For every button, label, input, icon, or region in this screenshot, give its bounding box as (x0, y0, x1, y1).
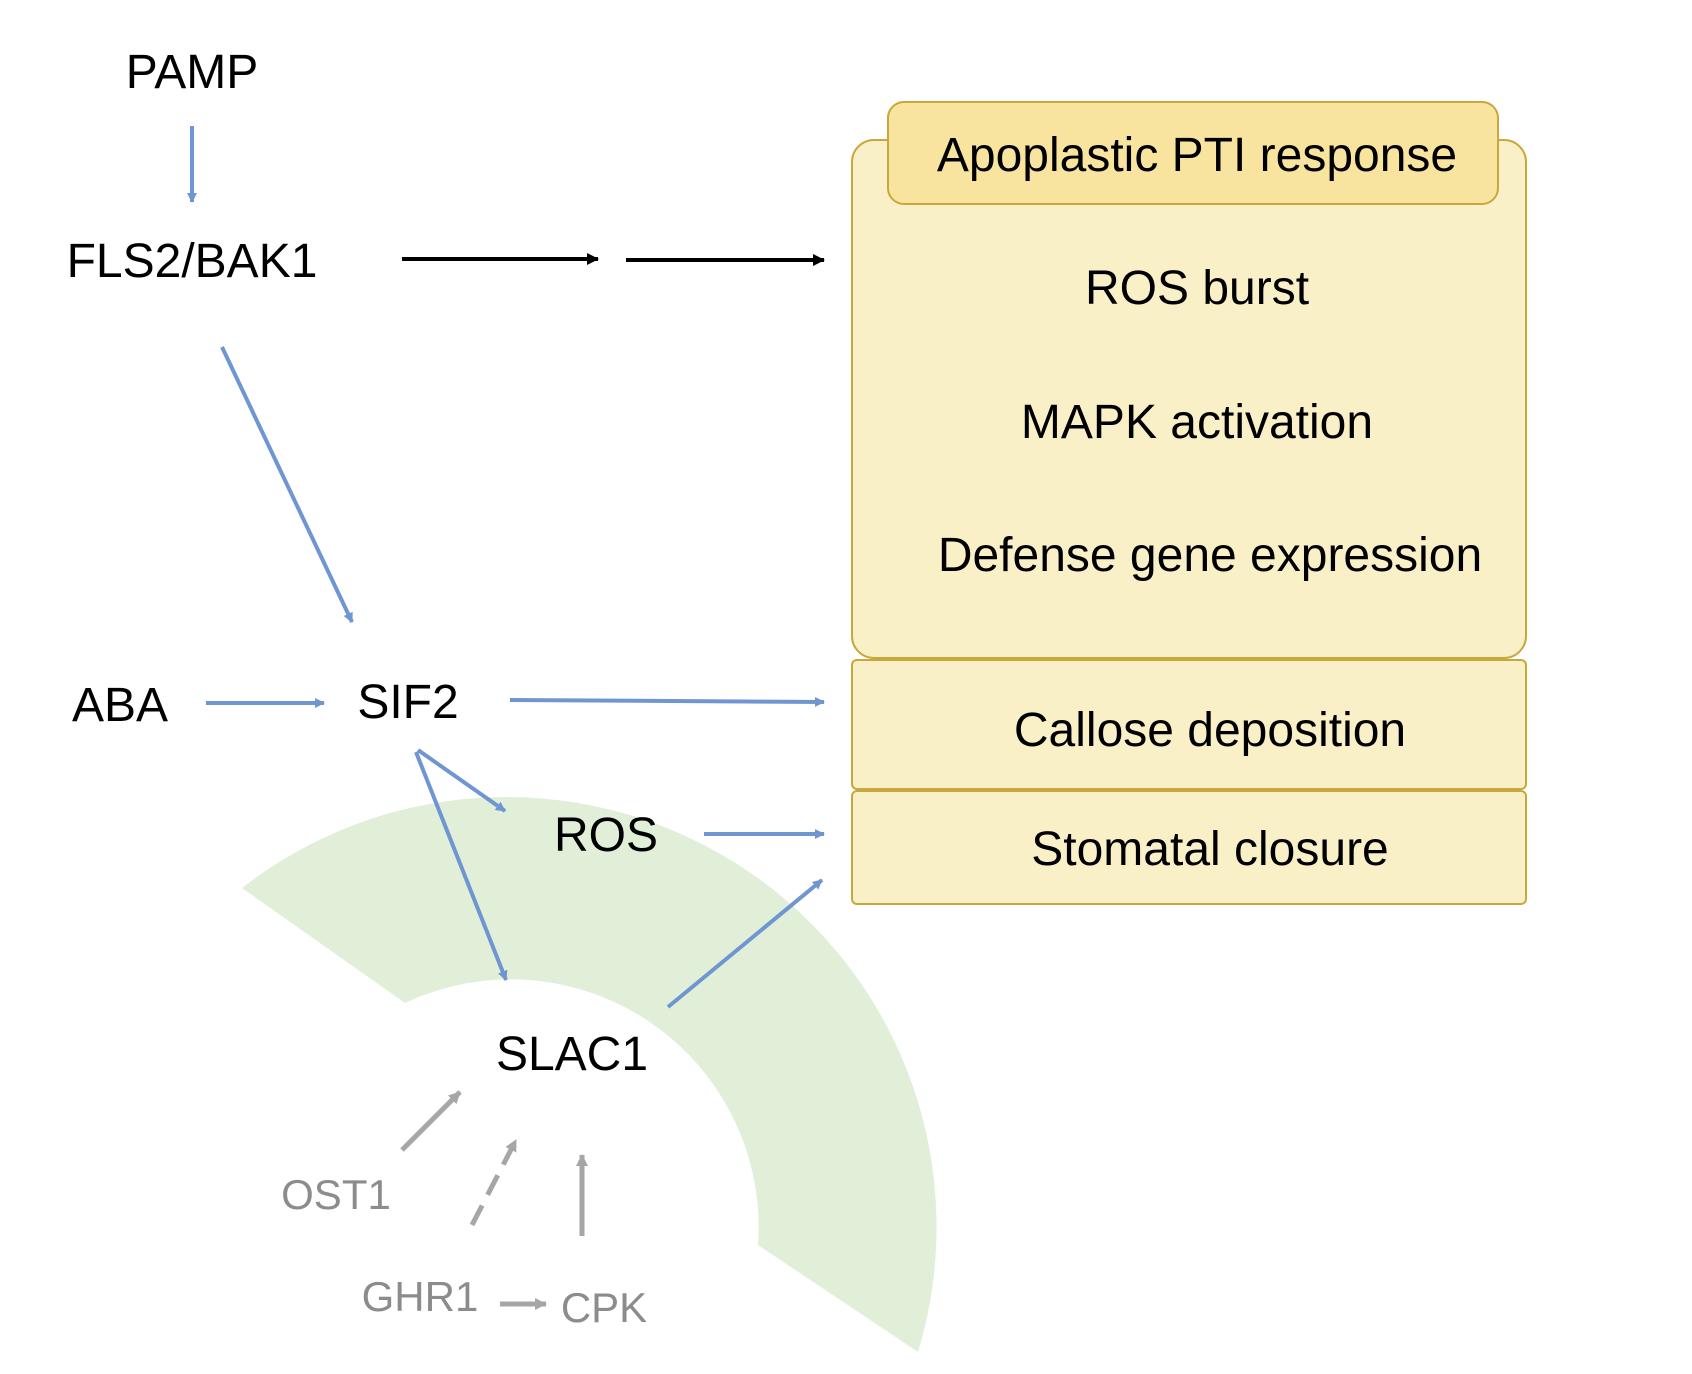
cpk-label: CPK (561, 1284, 647, 1331)
ghr1-label: GHR1 (362, 1273, 479, 1320)
node-labels: PAMP FLS2/BAK1 ABA SIF2 ROS SLAC1 OST1 G… (67, 46, 658, 1331)
pamp-label: PAMP (126, 46, 258, 99)
stomatal-closure-box (851, 790, 1527, 905)
guard-cell-arc (242, 796, 937, 1352)
arrow-slac1-to-stomatal (666, 878, 824, 1009)
arrow-fls2-to-sif2 (220, 346, 354, 623)
stomatal-closure-label: Stomatal closure (1031, 823, 1389, 876)
fls2-bak1-label: FLS2/BAK1 (67, 235, 318, 288)
arrow-ost1-to-slac1 (400, 1090, 462, 1152)
aba-label: ABA (72, 679, 168, 732)
slac1-label: SLAC1 (496, 1028, 648, 1081)
defense-gene-expression-label: Defense gene expression (938, 529, 1482, 582)
arrow-sif2-to-slac1 (414, 751, 508, 981)
pti-response-title: Apoplastic PTI response (937, 129, 1457, 182)
arrow-sif2-to-callose (509, 696, 825, 707)
callose-deposition-label: Callose deposition (1014, 704, 1406, 757)
arrow-sif2-to-ros (416, 748, 507, 813)
ros-label: ROS (554, 809, 658, 862)
pti-response-header (887, 101, 1499, 205)
sif2-label: SIF2 (357, 676, 458, 729)
ros-burst-label: ROS burst (1085, 262, 1309, 315)
arrows (187, 126, 825, 1310)
arrow-ghr1-to-slac1-dashed (469, 1138, 519, 1227)
callose-deposition-box (851, 659, 1527, 790)
ost1-label: OST1 (281, 1171, 391, 1218)
response-box: Apoplastic PTI response ROS burst MAPK a… (851, 101, 1527, 905)
mapk-activation-label: MAPK activation (1021, 396, 1373, 449)
